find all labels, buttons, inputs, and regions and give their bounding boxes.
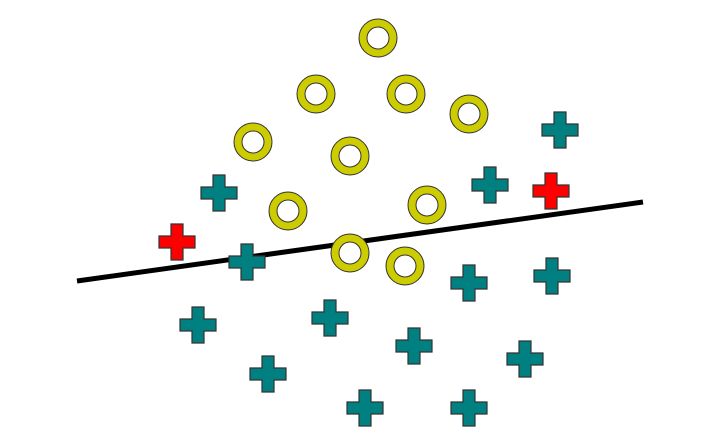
plus-icon	[228, 243, 266, 281]
ring-icon	[358, 18, 398, 58]
plus-icon	[541, 111, 579, 149]
plus-icon	[395, 327, 433, 365]
plus-icon	[450, 389, 488, 427]
plus-icon	[471, 166, 509, 204]
ring-icon	[449, 94, 489, 134]
misclassified-plus-icon	[532, 172, 570, 210]
plus-icon	[179, 306, 217, 344]
plus-icon	[506, 340, 544, 378]
ring-icon	[330, 233, 370, 273]
misclassified-plus-icon	[158, 223, 196, 261]
markers	[158, 18, 579, 427]
ring-icon	[268, 191, 308, 231]
ring-icon	[330, 136, 370, 176]
plus-icon	[533, 257, 571, 295]
plus-icon	[249, 355, 287, 393]
ring-icon	[296, 74, 336, 114]
plus-icon	[346, 389, 384, 427]
ring-icon	[407, 185, 447, 225]
plus-icon	[200, 174, 238, 212]
plus-icon	[311, 299, 349, 337]
ring-icon	[233, 122, 273, 162]
ring-icon	[385, 246, 425, 286]
ring-icon	[386, 74, 426, 114]
plus-icon	[450, 264, 488, 302]
